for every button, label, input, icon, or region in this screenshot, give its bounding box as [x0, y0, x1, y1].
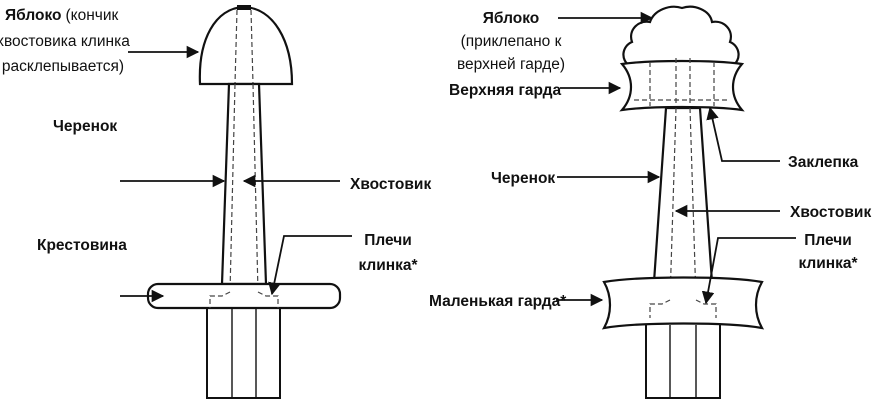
left-pommel-label-line2: (кончик	[65, 7, 118, 24]
left-shoulders-leader	[268, 235, 352, 296]
right-pommel-label-line1: Яблоко	[483, 10, 539, 27]
right-pommel	[622, 5, 740, 68]
left-pommel-label-line4: расклепывается)	[2, 58, 124, 75]
left-pommel-label-line1: Яблоко	[5, 7, 61, 24]
left-tang-label: Хвостовик	[350, 176, 431, 193]
right-upper-guard-label: Верхняя гарда	[449, 82, 561, 99]
left-blade	[206, 308, 281, 399]
right-lower-guard-label: Маленькая гарда*	[429, 293, 567, 310]
left-crossguard-label: Крестовина	[37, 237, 127, 254]
left-crossguard	[146, 282, 342, 310]
left-pommel-label-line3: хвостовика клинка	[0, 33, 130, 50]
right-pommel-label-line2: (приклепано к	[461, 33, 562, 50]
left-shoulders-label-line1: Плечи	[364, 232, 412, 249]
right-blade	[645, 325, 721, 399]
right-shoulders-label-line1: Плечи	[804, 232, 852, 249]
left-grip-label: Черенок	[53, 118, 117, 135]
right-shoulders-leader	[701, 237, 796, 305]
right-rivet-leader	[706, 106, 780, 162]
right-sword	[601, 5, 765, 399]
right-upper-guard	[619, 59, 745, 112]
right-lower-guard	[601, 276, 765, 330]
left-sword	[146, 5, 342, 399]
right-grip	[652, 106, 714, 284]
left-pommel	[198, 5, 294, 86]
right-rivet-label: Заклепка	[788, 154, 859, 171]
left-grip	[220, 82, 268, 286]
left-tang-tip	[237, 5, 251, 10]
left-shoulders-label-line2: клинка*	[358, 257, 418, 274]
right-tang-label: Хвостовик	[790, 204, 871, 221]
right-grip-label: Черенок	[491, 170, 555, 187]
right-pommel-label-line3: верхней гарде)	[457, 56, 565, 73]
right-shoulders-label-line2: клинка*	[798, 255, 858, 272]
